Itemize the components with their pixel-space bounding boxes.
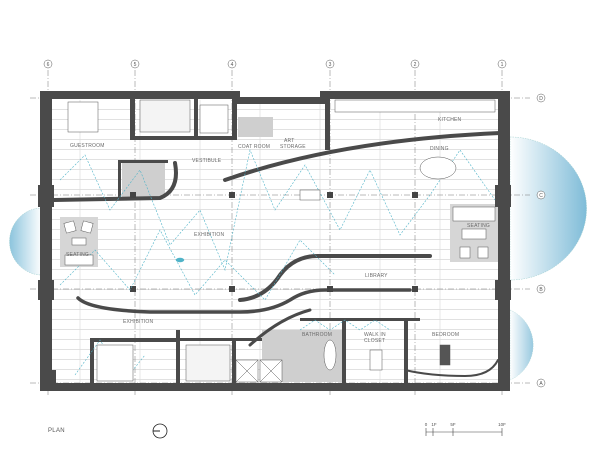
bath-diagonal-wall (248, 308, 312, 347)
svg-text:B: B (539, 287, 543, 293)
bathtub (323, 339, 337, 371)
north-arrow-icon (152, 423, 168, 439)
svg-text:10F: 10F (498, 422, 506, 427)
svg-text:5F: 5F (450, 422, 456, 427)
label-art-storage-2: STORAGE (280, 144, 306, 150)
kitchen-counter (334, 99, 496, 113)
sculpture (175, 257, 185, 263)
bedroom-closet-island (369, 349, 383, 371)
window-bay-left (9, 207, 43, 276)
chair-left-1 (63, 220, 77, 234)
furniture (63, 99, 496, 383)
label-bedroom: BEDROOM (432, 332, 459, 338)
label-kitchen: KITCHEN (438, 117, 462, 123)
svg-text:5: 5 (134, 62, 137, 68)
scale-bar: 0 1F 5F 10F (425, 422, 506, 436)
label-coat-room: COAT ROOM (238, 144, 270, 150)
label-exhibition-lower: EXHIBITION (123, 319, 154, 325)
svg-text:D: D (539, 96, 543, 102)
stair-upper (139, 99, 191, 133)
svg-text:0: 0 (425, 422, 428, 427)
label-guestroom: GUESTROOM (70, 143, 105, 149)
label-bathroom: BATHROOM (302, 332, 332, 338)
chair-left-2 (80, 220, 94, 234)
interior-walls (90, 95, 420, 384)
library-upper-wall (238, 253, 432, 302)
svg-text:3: 3 (329, 62, 332, 68)
coat-room-floor (238, 117, 273, 137)
exterior-walls (38, 91, 511, 391)
exhibition-lower-wall (76, 288, 412, 314)
dining-table (419, 156, 457, 180)
svg-text:4: 4 (231, 62, 234, 68)
svg-text:C: C (539, 193, 543, 199)
window-bays (9, 136, 587, 381)
guest-bath (122, 163, 165, 198)
label-closet: CLOSET (364, 338, 385, 344)
guest-bed (67, 101, 99, 133)
sofa-right (452, 206, 496, 222)
curved-walls (52, 131, 502, 378)
svg-text:1F: 1F (431, 422, 437, 427)
label-seating-right: SEATING (467, 223, 490, 229)
room-labels: GUESTROOM VESTIBULE COAT ROOM ART STORAG… (66, 117, 490, 344)
svg-text:6: 6 (47, 62, 50, 68)
bedroom-curve-wall (404, 359, 499, 378)
label-seating-left: SEATING (66, 252, 89, 258)
drawing-title: PLAN (48, 428, 65, 434)
chair-right-1 (459, 246, 471, 259)
display-case (299, 189, 321, 201)
structural-columns (130, 192, 418, 292)
table-left (71, 237, 87, 246)
bed-main (439, 344, 451, 366)
chair-right-2 (477, 246, 489, 259)
svg-text:2: 2 (414, 62, 417, 68)
window-bay-right-large (509, 136, 587, 281)
svg-text:A: A (539, 381, 543, 387)
label-art-storage-1: ART (284, 138, 295, 144)
elevator-upper (199, 104, 229, 134)
stair-lower (185, 344, 231, 382)
bed-lower (96, 344, 134, 382)
window-bay-right-small (509, 309, 534, 381)
svg-text:1: 1 (501, 62, 504, 68)
label-vestibule: VESTIBULE (192, 158, 222, 164)
grid-row-markers: D C B A (536, 93, 546, 388)
table-right (461, 228, 487, 240)
kitchen-diagonal-wall (223, 131, 502, 182)
label-walk-in: WALK IN (364, 332, 386, 338)
label-dining: DINING (430, 146, 449, 152)
vestibule-curve-wall (52, 161, 178, 202)
label-library: LIBRARY (365, 273, 388, 279)
sofa-left (64, 254, 94, 266)
label-exhibition-upper: EXHIBITION (194, 232, 225, 238)
grid-column-markers: 6 5 4 3 2 1 (43, 59, 507, 69)
